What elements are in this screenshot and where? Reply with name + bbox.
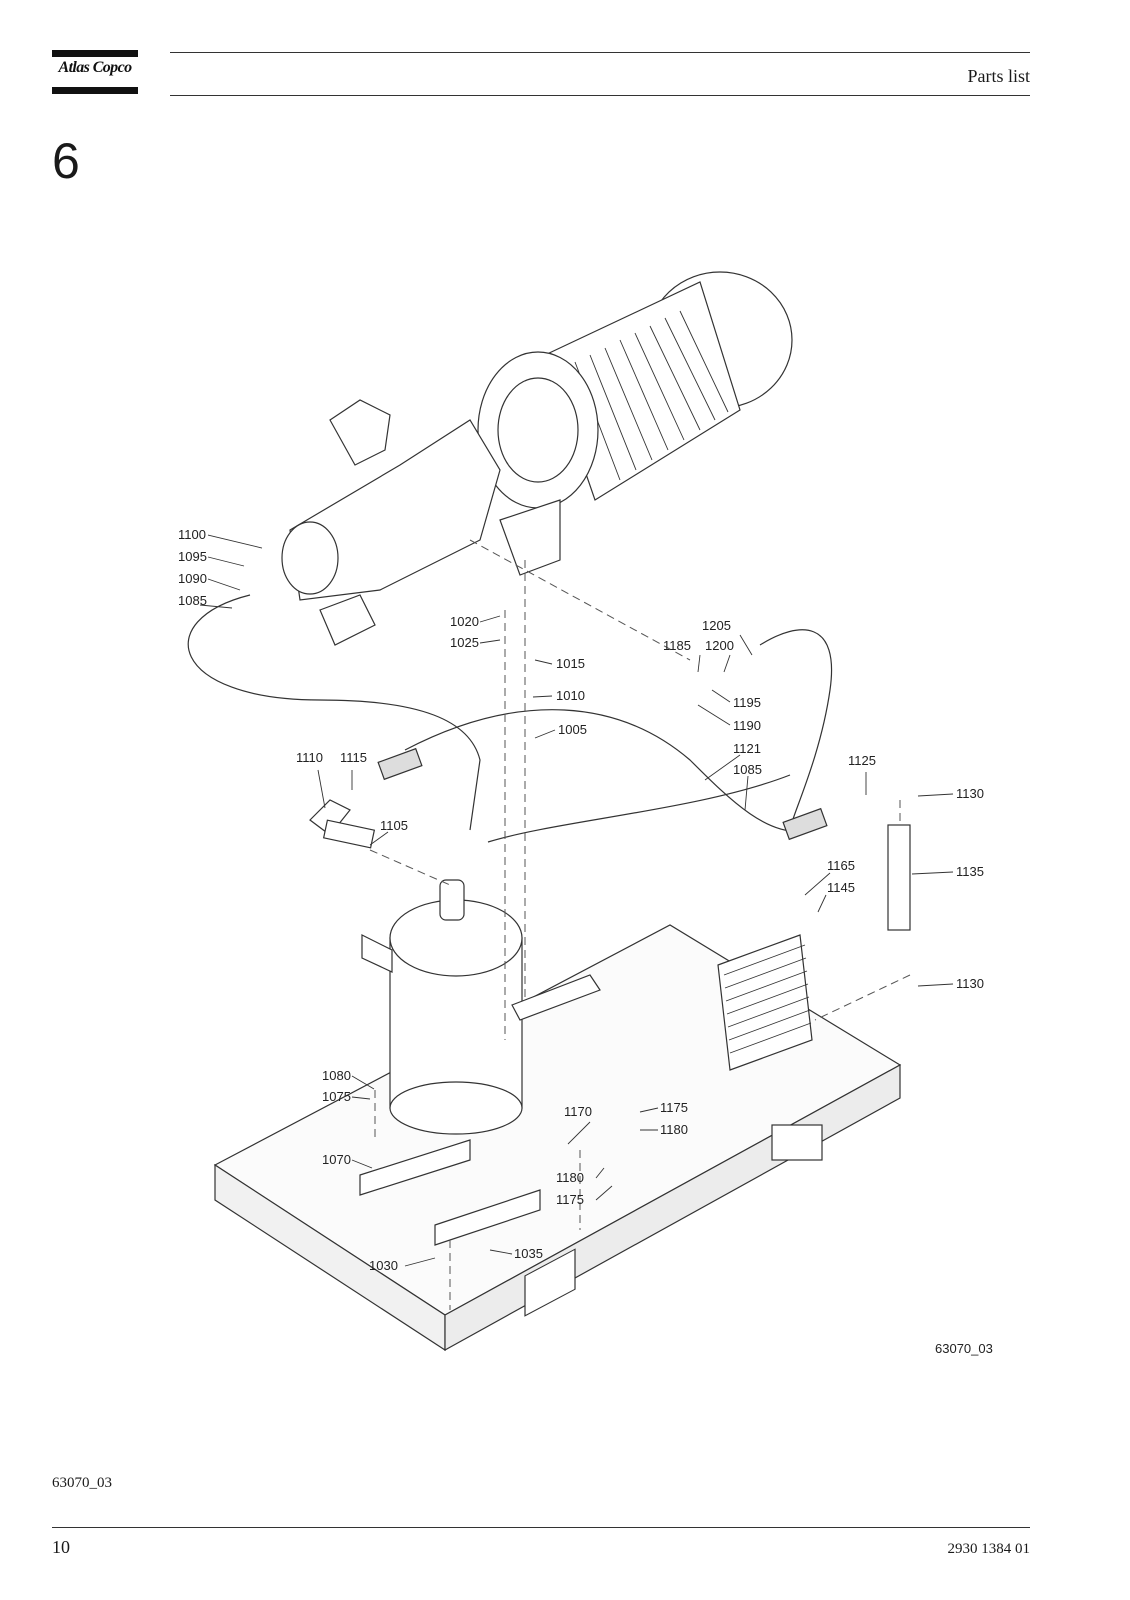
figure-caption: 63070_03 bbox=[52, 1475, 112, 1491]
callout-1115: 1115 bbox=[340, 750, 367, 765]
callout-1175-top: 1175 bbox=[660, 1100, 688, 1115]
callout-1135: 1135 bbox=[956, 864, 984, 879]
callout-1085-top: 1085 bbox=[178, 593, 207, 608]
logo-text: Atlas Copco bbox=[58, 59, 133, 76]
callout-1130-top: 1130 bbox=[956, 786, 984, 801]
callout-1125: 1125 bbox=[848, 753, 876, 768]
piping bbox=[187, 594, 911, 931]
callout-1020: 1020 bbox=[450, 614, 479, 629]
drawing-reference: 63070_03 bbox=[935, 1341, 993, 1356]
chapter-number: 6 bbox=[52, 133, 80, 189]
vessel-supports bbox=[359, 974, 601, 1246]
callout-1130-bottom: 1130 bbox=[956, 976, 984, 991]
callout-1015: 1015 bbox=[556, 656, 585, 671]
callout-1025: 1025 bbox=[450, 635, 479, 650]
oil-separator-vessel bbox=[361, 879, 523, 1135]
callout-1100: 1100 bbox=[178, 527, 206, 542]
callout-1180-top: 1180 bbox=[660, 1122, 688, 1137]
callout-1005: 1005 bbox=[558, 722, 587, 737]
header-rule-bottom bbox=[170, 95, 1030, 96]
oil-cooler bbox=[717, 934, 813, 1071]
atlas-copco-logo: Atlas Copco bbox=[52, 50, 138, 94]
compressor-element bbox=[281, 399, 561, 646]
callout-1175-bottom: 1175 bbox=[556, 1192, 584, 1207]
electric-motor bbox=[477, 271, 793, 509]
callout-1200: 1200 bbox=[705, 638, 734, 653]
callout-1075: 1075 bbox=[322, 1089, 351, 1104]
document-number: 2930 1384 01 bbox=[947, 1541, 1031, 1557]
callout-leaders bbox=[199, 534, 954, 1267]
callout-1035: 1035 bbox=[514, 1246, 543, 1261]
callout-labels: 1100 1095 1090 1085 1020 1025 1015 1010 … bbox=[178, 527, 993, 1356]
page-number: 10 bbox=[52, 1537, 70, 1557]
callout-1080: 1080 bbox=[322, 1068, 351, 1083]
callout-1170: 1170 bbox=[564, 1104, 592, 1119]
footer-rule bbox=[52, 1527, 1030, 1528]
callout-1110: 1110 bbox=[296, 750, 323, 765]
callout-1085-mid: 1085 bbox=[733, 762, 762, 777]
callout-1165: 1165 bbox=[827, 858, 855, 873]
callout-1185: 1185 bbox=[663, 638, 691, 653]
callout-1070: 1070 bbox=[322, 1152, 351, 1167]
callout-1121: 1121 bbox=[733, 741, 761, 756]
assembly-lines bbox=[369, 539, 911, 1310]
callout-1030: 1030 bbox=[369, 1258, 398, 1273]
logo-bar-bottom bbox=[52, 87, 138, 94]
callout-1010: 1010 bbox=[556, 688, 585, 703]
logo-bar-top bbox=[52, 50, 138, 57]
callout-1095: 1095 bbox=[178, 549, 207, 564]
callout-1105: 1105 bbox=[380, 818, 408, 833]
callout-1090: 1090 bbox=[178, 571, 207, 586]
callout-1180-bottom: 1180 bbox=[556, 1170, 584, 1185]
header-rule-top bbox=[170, 52, 1030, 53]
callout-1195: 1195 bbox=[733, 695, 761, 710]
page-title: Parts list bbox=[967, 66, 1030, 86]
callout-1145: 1145 bbox=[827, 880, 855, 895]
callout-1205: 1205 bbox=[702, 618, 731, 633]
callout-1190: 1190 bbox=[733, 718, 761, 733]
